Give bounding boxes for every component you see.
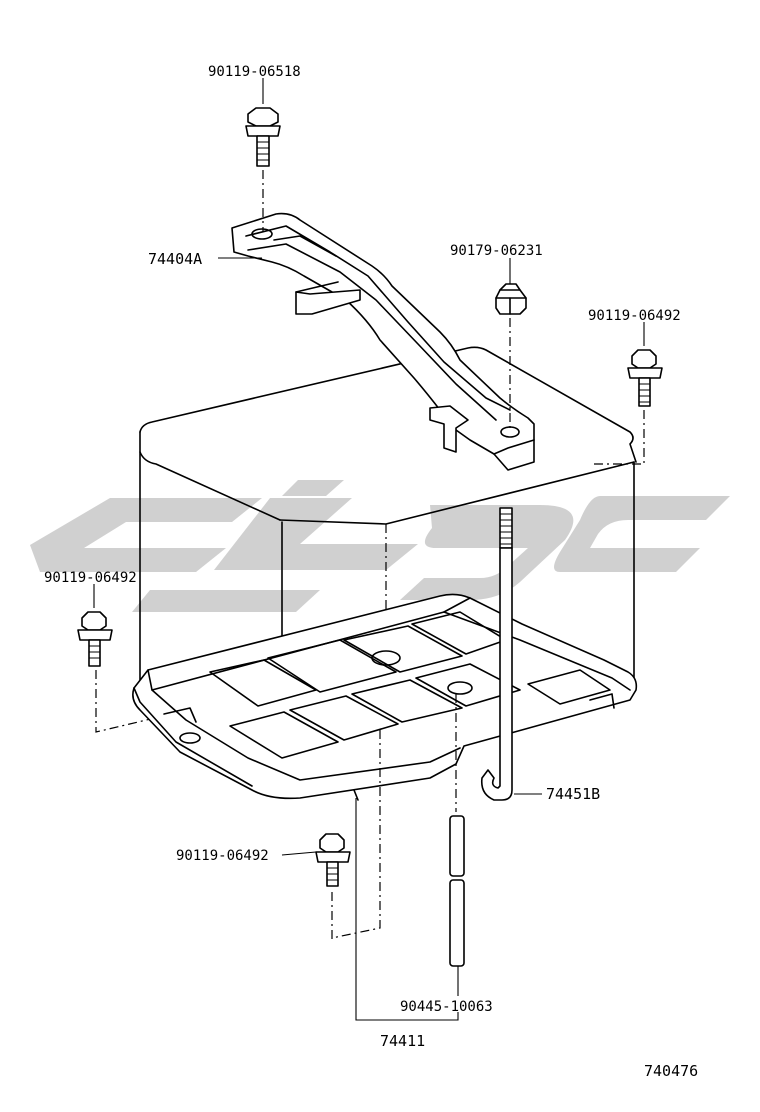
bolt-left [77,611,181,733]
spacer [449,815,465,967]
bolt-top [245,107,281,232]
leader-lines [93,78,645,1021]
label-clamp: 74404A [148,250,202,268]
label-bolt-right: 90119-06492 [588,308,681,324]
label-rod: 74451B [546,785,600,803]
watermark-logo [30,480,730,612]
label-bolt-top: 90119-06518 [208,64,301,80]
battery-tray [132,593,638,939]
bolt-bottom [315,833,351,940]
bolt-right [592,349,663,465]
nut [495,283,527,430]
label-tray: 74411 [380,1032,425,1050]
battery-outline [139,346,637,779]
diagram-id: 740476 [644,1062,698,1080]
label-bolt-bottom: 90119-06492 [176,848,269,864]
battery-clamp [231,212,535,471]
label-bolt-left: 90119-06492 [44,570,137,586]
label-nut: 90179-06231 [450,243,543,259]
hold-down-rod [480,507,513,801]
label-spacer: 90445-10063 [400,999,493,1015]
